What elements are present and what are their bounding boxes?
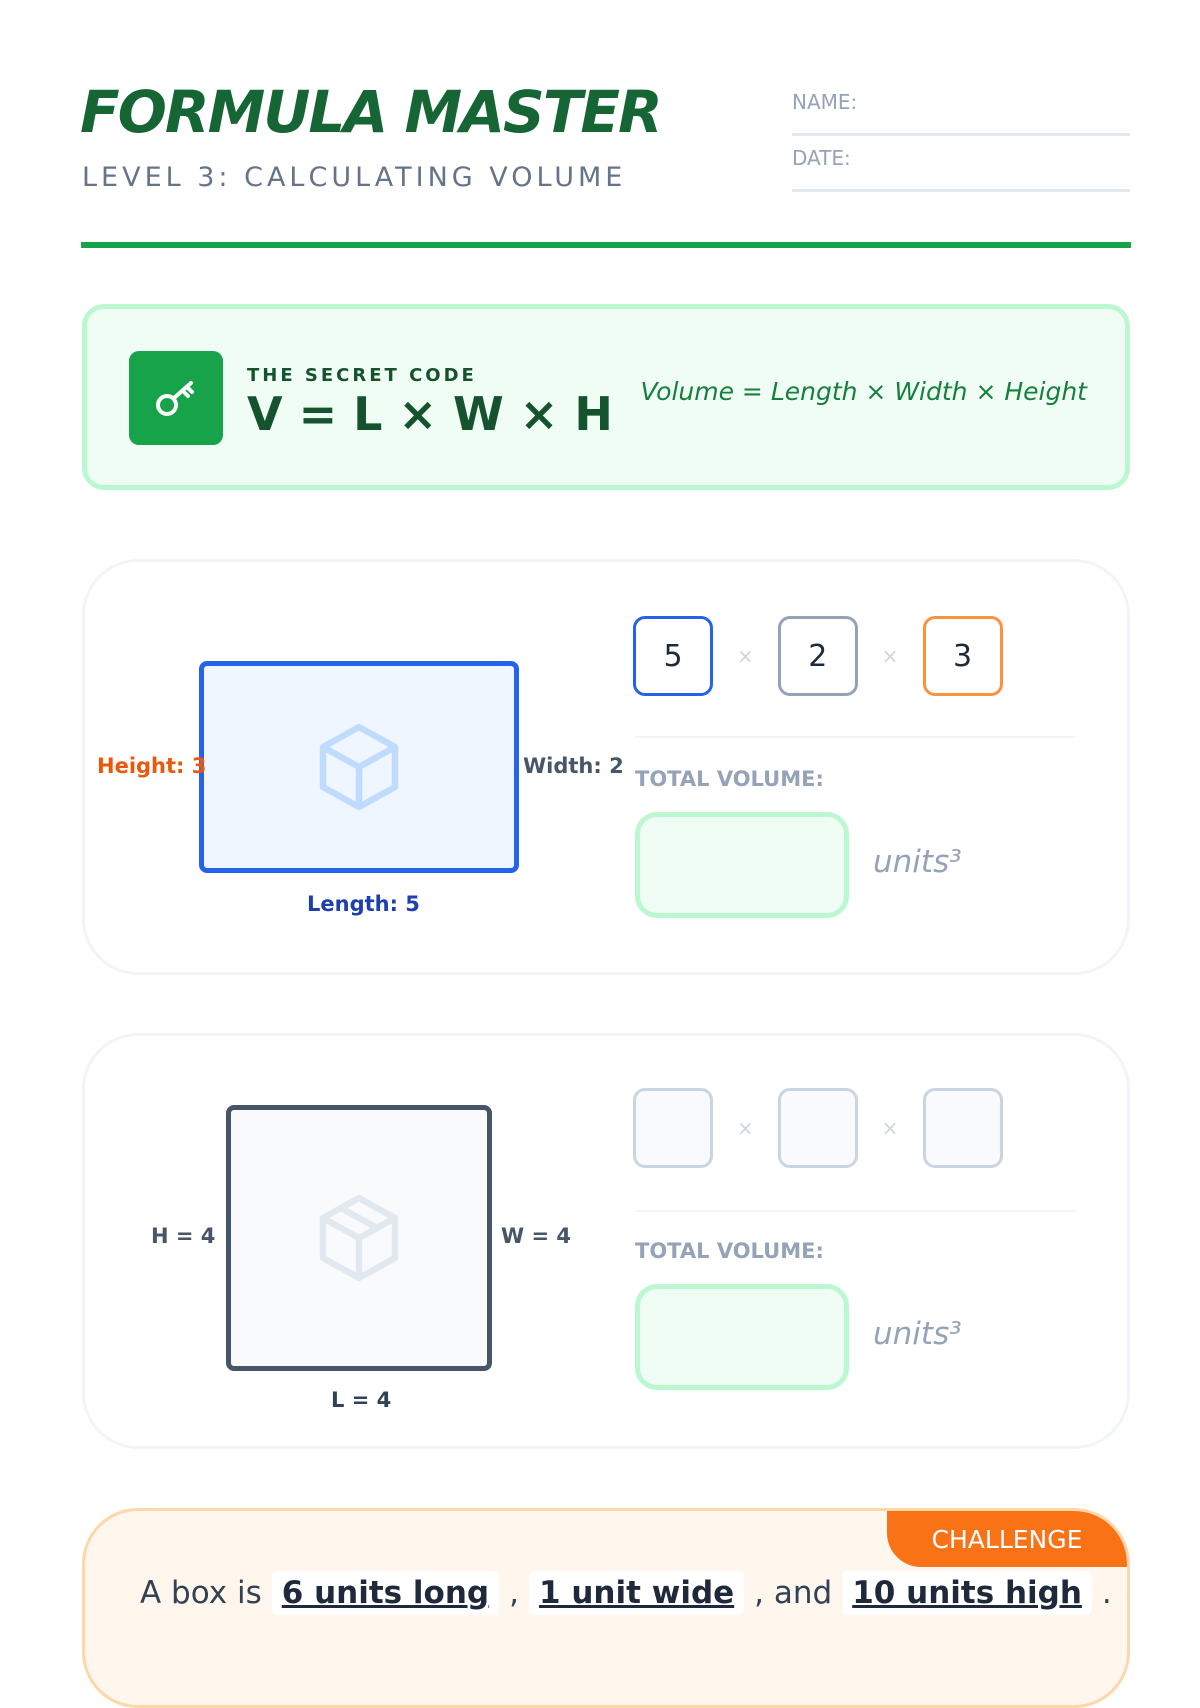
divider: [635, 736, 1075, 738]
date-label: DATE:: [792, 146, 851, 170]
height-label: Height: 3: [97, 754, 207, 778]
challenge-card: CHALLENGE A box is 6 units long , 1 unit…: [82, 1508, 1130, 1708]
key-icon: [129, 351, 223, 445]
name-field[interactable]: NAME:: [792, 76, 1130, 136]
width-input[interactable]: [777, 1088, 858, 1168]
comma: ,: [509, 1575, 519, 1611]
challenge-badge: CHALLENGE: [887, 1511, 1127, 1567]
secret-code-label: THE SECRET CODE: [247, 365, 477, 386]
page-subtitle: LEVEL 3: CALCULATING VOLUME: [82, 162, 627, 193]
challenge-prefix: A box is: [140, 1575, 262, 1611]
length-value: 6 units long: [271, 1571, 500, 1615]
period: .: [1101, 1575, 1112, 1611]
width-input[interactable]: 2: [777, 616, 858, 696]
header-divider: [81, 242, 1131, 248]
total-volume-input[interactable]: [635, 1284, 849, 1390]
height-value: 10 units high: [842, 1571, 1092, 1615]
times-sign: ×: [737, 644, 754, 668]
cube-diagram: [226, 1105, 492, 1371]
problem-card-2: H = 4 W = 4 L = 4 × × TOTAL VOLUME: unit…: [82, 1033, 1130, 1449]
times-sign: ×: [881, 1116, 899, 1140]
divider: [635, 1210, 1075, 1212]
name-label: NAME:: [792, 90, 858, 114]
package-icon: [319, 1194, 399, 1282]
formula-panel: THE SECRET CODE V = L × W × H Volume = L…: [82, 304, 1130, 490]
length-label: Length: 5: [307, 892, 420, 916]
and-text: , and: [754, 1575, 833, 1611]
date-field[interactable]: DATE:: [792, 132, 1130, 192]
length-input[interactable]: 5: [633, 616, 713, 696]
length-input[interactable]: [633, 1088, 713, 1168]
units-label: units³: [873, 844, 962, 880]
width-value: 1 unit wide: [528, 1571, 745, 1615]
width-label: W = 4: [501, 1224, 571, 1248]
length-label: L = 4: [331, 1388, 392, 1412]
total-volume-label: TOTAL VOLUME:: [635, 1239, 824, 1263]
problem-card-1: Height: 3 Width: 2 Length: 5 5 × 2 × 3 T…: [82, 559, 1130, 975]
formula-verbal: Volume = Length × Width × Height: [640, 377, 1087, 406]
height-label: H = 4: [151, 1224, 216, 1248]
challenge-text: A box is 6 units long , 1 unit wide , an…: [140, 1571, 1112, 1615]
times-sign: ×: [881, 644, 899, 668]
units-label: units³: [873, 1316, 962, 1352]
cube-icon: [319, 723, 399, 811]
page-title: FORMULA MASTER: [80, 78, 663, 146]
times-sign: ×: [737, 1116, 754, 1140]
total-volume-label: TOTAL VOLUME:: [635, 767, 824, 791]
height-input[interactable]: [922, 1088, 1003, 1168]
height-input[interactable]: 3: [922, 616, 1003, 696]
formula-equation: V = L × W × H: [247, 387, 613, 441]
width-label: Width: 2: [523, 754, 624, 778]
prism-diagram: [199, 661, 519, 873]
total-volume-input[interactable]: [635, 812, 849, 918]
